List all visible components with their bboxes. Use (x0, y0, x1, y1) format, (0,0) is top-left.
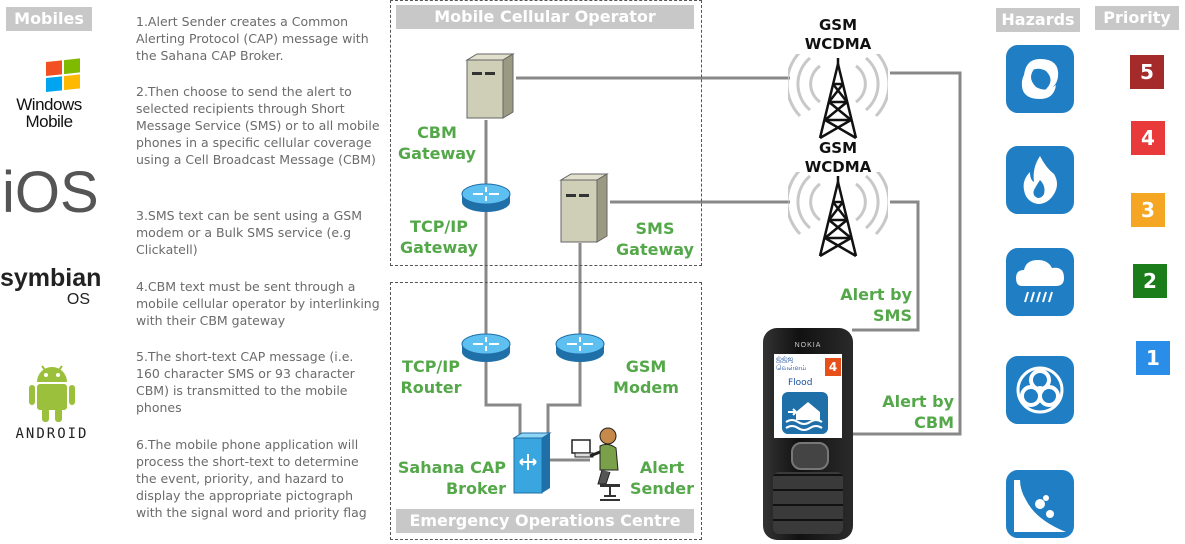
ios-logo: iOS (2, 160, 99, 225)
gsm-modem-icon (555, 332, 605, 364)
android-text: ANDROID (15, 426, 89, 442)
tcpip-router-label: TCP/IP Router (400, 357, 462, 397)
sms-gateway-server-icon (557, 172, 609, 244)
hazards-header: Hazards (996, 8, 1080, 32)
alert-by-sms-label: Alert by SMS (840, 285, 912, 325)
tcpip-gateway-label: TCP/IP Gateway (400, 217, 478, 257)
tower-2-tech-1: GSM (818, 139, 858, 157)
cap-broker-server-icon (512, 432, 552, 494)
priority-5-flag: 5 (1130, 55, 1164, 89)
alert-sender-label: Alert Sender (630, 458, 694, 498)
phone-navpad (791, 442, 829, 470)
screen-script-text: ஜ்ஜ்ஜ (776, 355, 794, 363)
priority-3-flag: 3 (1131, 193, 1165, 227)
alert-by-cbm-label: Alert by CBM (882, 392, 954, 432)
phone-brand: NOKIA (794, 342, 822, 349)
biohazard-icon (1006, 356, 1074, 424)
symbian-os-text: OS (66, 291, 90, 308)
landslide-icon (1006, 470, 1074, 538)
step-1: 1.Alert Sender creates a Common Alerting… (136, 14, 369, 63)
tower-1-tech-1: GSM (818, 16, 858, 34)
eoc-box (390, 282, 702, 540)
symbian-text: symbian (0, 264, 102, 292)
phone-keypad (773, 472, 843, 534)
step-3: 3.SMS text can be sent using a GSM modem… (136, 208, 363, 257)
priority-header: Priority (1095, 6, 1179, 30)
tower-2-label: GSM WCDMA (790, 139, 886, 177)
tcpip-gateway-router-icon (461, 182, 511, 214)
alert-sender-person-icon (570, 426, 626, 504)
symbian-logo: symbian OS (0, 264, 104, 308)
screen-tamil-text: வெள்ளம் (776, 364, 807, 372)
step-2: 2.Then choose to send the alert to selec… (136, 84, 380, 167)
tower-1-icon (788, 54, 888, 140)
eoc-title: Emergency Operations Centre (396, 509, 694, 533)
operator-title: Mobile Cellular Operator (396, 5, 694, 29)
cbm-gateway-label: CBM Gateway (398, 123, 476, 163)
priority-2-flag: 2 (1133, 264, 1167, 298)
windows-text: Windows (16, 95, 82, 114)
priority-1-flag: 1 (1136, 341, 1170, 375)
mobiles-header: Mobiles (6, 7, 92, 31)
tcpip-router-icon (461, 332, 511, 364)
cbm-gateway-server-icon (463, 52, 515, 120)
fire-icon (1006, 146, 1074, 214)
screen-flood-icon (782, 392, 828, 434)
screen-word-text: Flood (788, 378, 813, 388)
step-6: 6.The mobile phone application will proc… (136, 437, 367, 520)
mobile-phone: NOKIA ஜ்ஜ்ஜ வெள்ளம் Flood 4 (763, 328, 853, 540)
step-4: 4.CBM text must be sent through a mobile… (136, 279, 380, 328)
tower-1-tech-2: WCDMA (804, 35, 872, 53)
tower-2-tech-2: WCDMA (804, 158, 872, 176)
tower-1-label: GSM WCDMA (790, 16, 886, 54)
mobile-text: Mobile (25, 112, 73, 131)
screen-priority-flag: 4 (825, 358, 841, 376)
windows-mobile-logo: Windows Mobile (8, 58, 90, 130)
tower-2-icon (788, 172, 888, 258)
rain-icon (1006, 248, 1074, 316)
step-5: 5.The short-text CAP message (i.e. 160 c… (136, 349, 355, 415)
priority-4-flag: 4 (1131, 121, 1165, 155)
phone-screen: ஜ்ஜ்ஜ வெள்ளம் Flood 4 (774, 354, 842, 438)
cap-broker-label: Sahana CAP Broker (397, 458, 506, 498)
sms-gateway-label: SMS Gateway (616, 219, 694, 259)
operator-box (390, 0, 702, 266)
android-logo: ANDROID (10, 360, 94, 444)
cyclone-icon (1006, 45, 1074, 113)
gsm-modem-label: GSM Modem (613, 357, 679, 397)
